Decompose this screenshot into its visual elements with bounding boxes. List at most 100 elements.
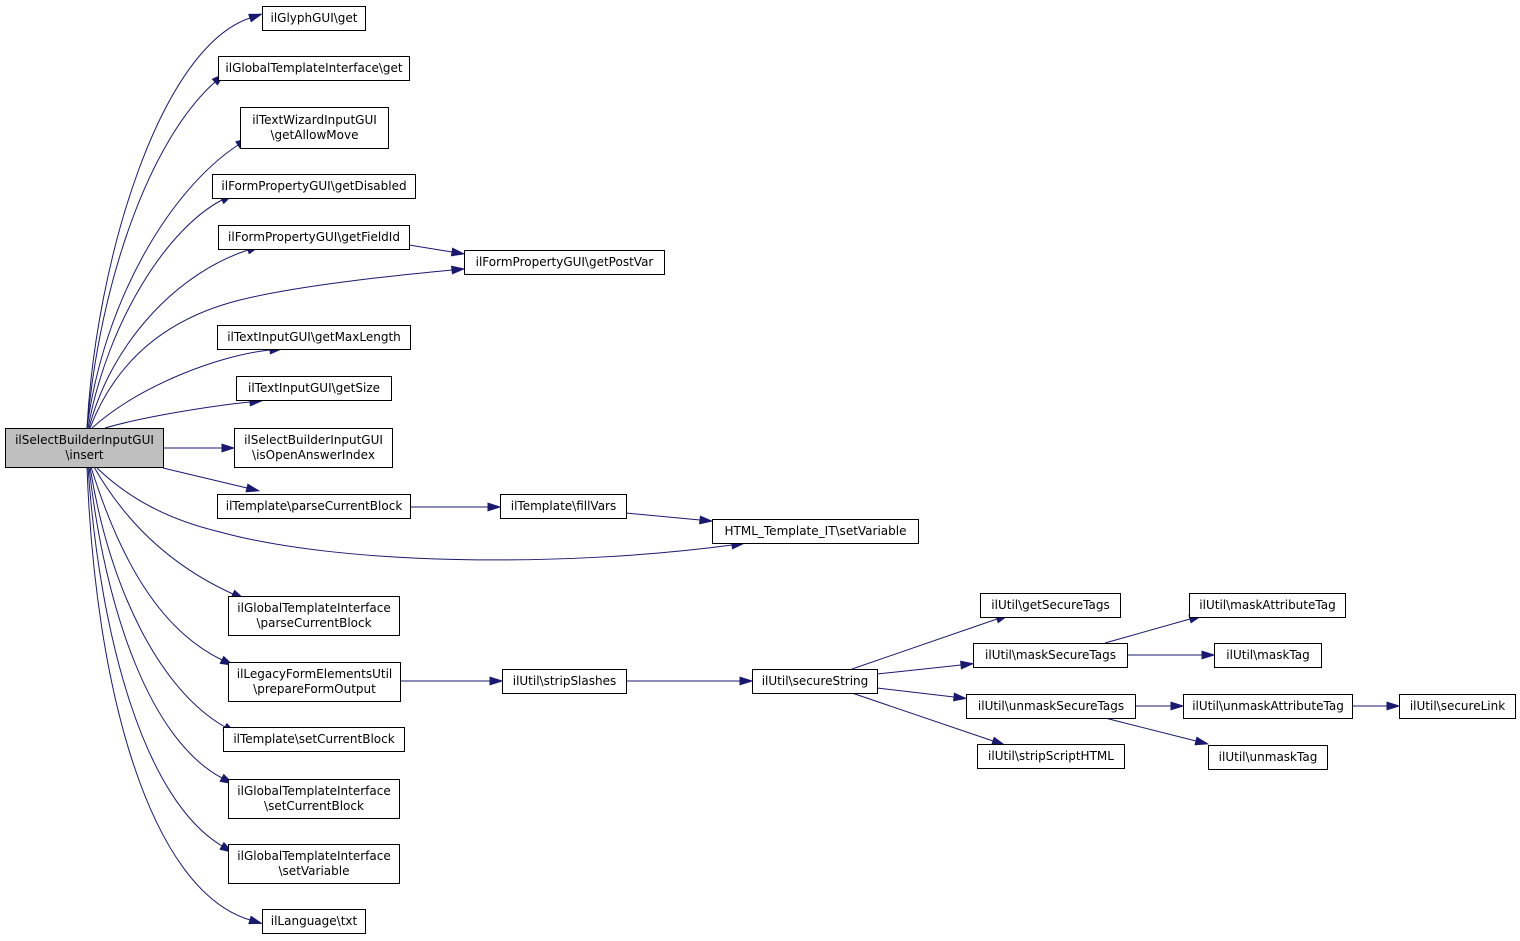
node-box: [262, 6, 366, 31]
arrowhead-icon: [451, 265, 466, 275]
node-box: [236, 376, 392, 401]
node-box: [1214, 643, 1322, 668]
node-label: \isOpenAnswerIndex: [252, 448, 375, 462]
node-fp-disabled[interactable]: ilFormPropertyGUI\getDisabled: [212, 174, 416, 199]
node-label: ilUtil\secureLink: [1410, 699, 1505, 713]
node-util-masksecuretags[interactable]: ilUtil\maskSecureTags: [973, 643, 1128, 668]
node-label: ilGlobalTemplateInterface\get: [225, 61, 402, 75]
arrowhead-icon: [221, 443, 236, 453]
edge-fp_fieldid-to-fp_postvar: [408, 244, 466, 257]
node-label: ilTemplate\fillVars: [511, 499, 617, 513]
arrowhead-icon: [1386, 701, 1401, 711]
node-lang-txt[interactable]: ilLanguage\txt: [262, 909, 366, 934]
edge-tpl_parsecurrent-to-tpl_fillvars: [410, 502, 502, 512]
arrowhead-icon: [960, 660, 975, 670]
node-label: ilUtil\maskTag: [1226, 648, 1309, 662]
arrowhead-icon: [1201, 650, 1216, 660]
node-box: [966, 694, 1136, 719]
node-box: [500, 494, 627, 519]
node-label: ilLanguage\txt: [271, 914, 358, 928]
node-label: ilLegacyFormElementsUtil: [237, 667, 393, 681]
node-gti-setcurrent[interactable]: ilGlobalTemplateInterface\setCurrentBloc…: [228, 779, 400, 819]
node-util-securestring[interactable]: ilUtil\secureString: [752, 669, 878, 694]
node-label: ilUtil\unmaskSecureTags: [978, 699, 1124, 713]
node-label: ilTextWizardInputGUI: [252, 113, 377, 127]
node-util-getsecuretags[interactable]: ilUtil\getSecureTags: [980, 593, 1121, 618]
node-label: ilFormPropertyGUI\getDisabled: [221, 179, 406, 193]
node-label: ilGlyphGUI\get: [271, 11, 358, 25]
node-util-masktag[interactable]: ilUtil\maskTag: [1214, 643, 1322, 668]
node-util-stripscripthtml[interactable]: ilUtil\stripScriptHTML: [977, 744, 1125, 769]
edge-insert-to-gti_setvariable: [87, 466, 234, 854]
node-label: ilTextInputGUI\getMaxLength: [227, 330, 401, 344]
node-label: \setCurrentBlock: [264, 799, 364, 813]
node-box: [240, 107, 389, 149]
node-textwizard-allowmove[interactable]: ilTextWizardInputGUI\getAllowMove: [240, 107, 389, 149]
node-sb-openanswer[interactable]: ilSelectBuilderInputGUI\isOpenAnswerInde…: [234, 428, 393, 468]
node-label: ilUtil\secureString: [762, 674, 869, 688]
node-label: \parseCurrentBlock: [256, 616, 371, 630]
node-label: \insert: [65, 448, 104, 462]
node-box: [212, 174, 416, 199]
node-gti-setvariable[interactable]: ilGlobalTemplateInterface\setVariable: [228, 844, 400, 884]
edge-line: [86, 81, 216, 429]
arrowhead-icon: [1194, 736, 1210, 746]
arrowhead-icon: [248, 915, 264, 925]
arrowhead-icon: [248, 13, 263, 23]
edge-insert-to-lang_txt: [86, 466, 264, 925]
node-fp-fieldid[interactable]: ilFormPropertyGUI\getFieldId: [218, 225, 410, 250]
edge-legacy_prepare-to-util_stripslashes: [400, 676, 504, 686]
node-tpl-fillvars[interactable]: ilTemplate\fillVars: [500, 494, 627, 519]
edge-line: [625, 512, 701, 521]
node-glyph-get[interactable]: ilGlyphGUI\get: [262, 6, 366, 31]
node-label: HTML_Template_IT\setVariable: [725, 524, 907, 538]
node-box: [262, 909, 366, 934]
node-label: ilUtil\stripSlashes: [513, 674, 617, 688]
node-tpl-setcurrent[interactable]: ilTemplate\setCurrentBlock: [223, 727, 405, 752]
node-label: ilSelectBuilderInputGUI: [15, 433, 154, 447]
node-label: ilGlobalTemplateInterface: [237, 601, 390, 615]
edge-util_stripslashes-to-util_securestring: [626, 676, 754, 686]
node-box: [980, 593, 1121, 618]
node-insert[interactable]: ilSelectBuilderInputGUI\insert: [5, 428, 164, 468]
node-util-maskattributetag[interactable]: ilUtil\maskAttributeTag: [1189, 593, 1346, 618]
node-label: ilFormPropertyGUI\getFieldId: [228, 230, 400, 244]
edge-insert-to-gti_parsecurrent: [93, 466, 246, 600]
edge-line: [89, 466, 226, 728]
edge-insert-to-fp_disabled: [87, 193, 235, 429]
edge-insert-to-ti_size: [104, 397, 264, 429]
edge-line: [87, 199, 223, 429]
node-ti-maxlength[interactable]: ilTextInputGUI\getMaxLength: [217, 325, 411, 350]
edge-util_unmaskattributetag-to-util_securelink: [1352, 701, 1401, 711]
edge-line: [851, 692, 994, 742]
node-util-stripslashes[interactable]: ilUtil\stripSlashes: [502, 669, 627, 694]
node-ti-size[interactable]: ilTextInputGUI\getSize: [236, 376, 392, 401]
edge-line: [876, 687, 955, 698]
node-gti-get[interactable]: ilGlobalTemplateInterface\get: [218, 56, 410, 81]
node-label: ilSelectBuilderInputGUI: [244, 433, 383, 447]
node-box: [234, 428, 393, 468]
node-tpl-parsecurrent[interactable]: ilTemplate\parseCurrentBlock: [217, 494, 411, 519]
arrowhead-icon: [739, 676, 754, 686]
arrowhead-icon: [487, 502, 502, 512]
node-util-unmasksecuretags[interactable]: ilUtil\unmaskSecureTags: [966, 694, 1136, 719]
node-html-setvariable[interactable]: HTML_Template_IT\setVariable: [712, 519, 919, 544]
edge-insert-to-sb_openanswer: [163, 443, 236, 453]
edge-insert-to-tpl_parsecurrent: [162, 467, 261, 493]
node-legacy-prepare[interactable]: ilLegacyFormElementsUtil\prepareFormOutp…: [228, 662, 401, 702]
node-gti-parsecurrent[interactable]: ilGlobalTemplateInterface\parseCurrentBl…: [228, 596, 400, 636]
node-label: ilUtil\unmaskAttributeTag: [1192, 699, 1344, 713]
node-util-securelink[interactable]: ilUtil\secureLink: [1399, 694, 1516, 719]
node-util-unmasktag[interactable]: ilUtil\unmaskTag: [1208, 745, 1328, 770]
node-box: [977, 744, 1125, 769]
node-label: ilUtil\unmaskTag: [1219, 750, 1318, 764]
node-box: [217, 494, 411, 519]
edge-util_unmasksecuretags-to-util_unmaskattributetag: [1135, 701, 1185, 711]
node-label: ilTextInputGUI\getSize: [248, 381, 380, 395]
edge-line: [89, 269, 453, 429]
node-fp-postvar[interactable]: ilFormPropertyGUI\getPostVar: [464, 250, 665, 275]
arrowhead-icon: [450, 247, 466, 257]
edge-line: [1104, 717, 1197, 742]
node-util-unmaskattributetag[interactable]: ilUtil\unmaskAttributeTag: [1183, 694, 1353, 719]
edge-insert-to-gti_get: [86, 72, 226, 429]
